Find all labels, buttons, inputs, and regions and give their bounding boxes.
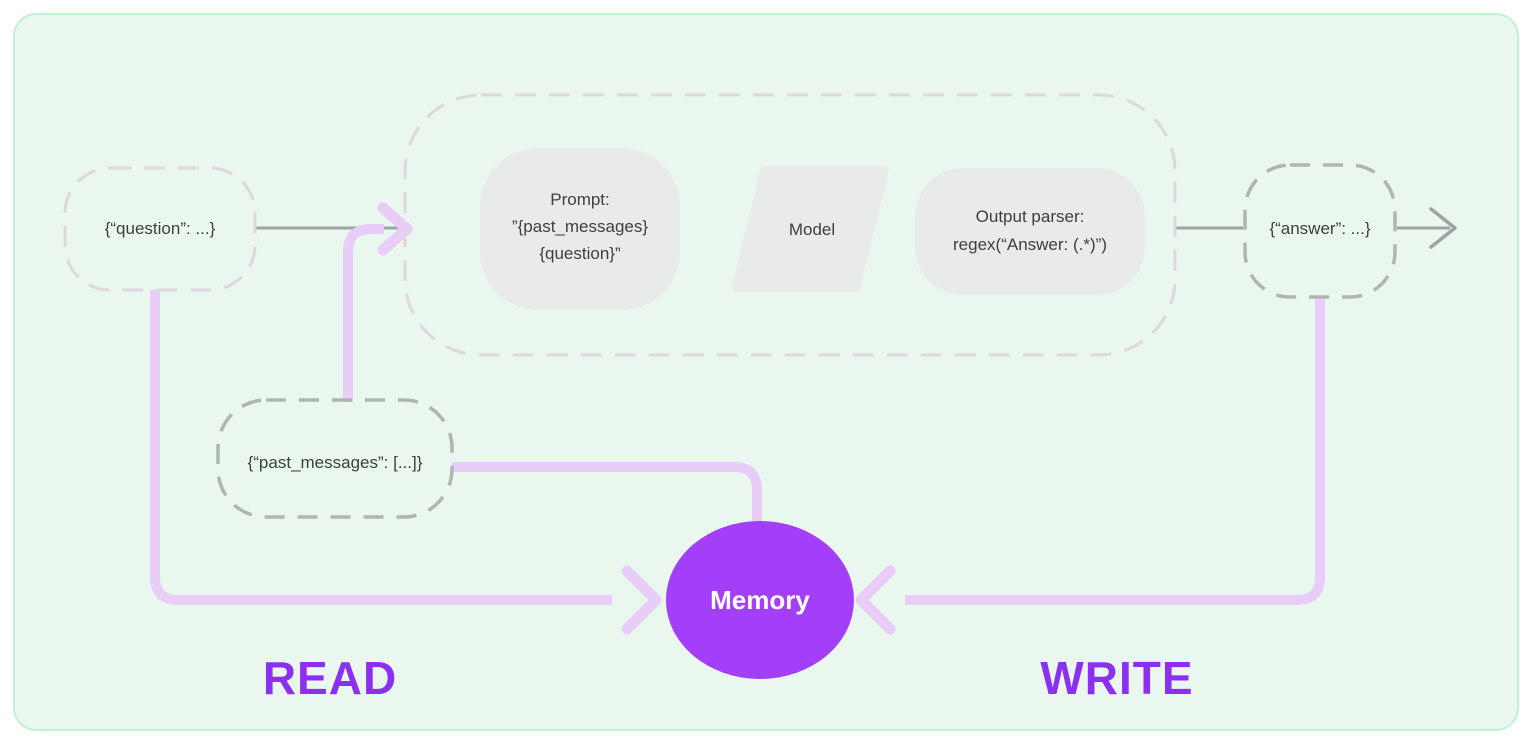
answer-node [1243,163,1397,299]
read-caption: READ [263,652,397,704]
memory-node-label: Memory [710,585,810,615]
past-messages-node [216,398,454,519]
question-node [63,166,257,292]
memory-node [666,521,854,679]
past-messages-node-label: {“past_messages”: [...]} [248,453,423,472]
link-question-to-memory [150,290,612,605]
prompt-label-line1: Prompt: [550,190,610,209]
link-pastmessages-to-chain [343,224,384,402]
model-label: Model [789,220,835,239]
answer-node-label: {“answer”: ...} [1269,219,1370,238]
prompt-label-line3: {question}” [539,244,621,263]
arrowhead-right-icon [1429,207,1457,249]
memory-write-right-arrowhead-icon [855,565,896,635]
chain-container [403,93,1177,357]
background-card [13,13,1519,731]
output-parser-label-line1: Output parser: [976,207,1085,226]
prompt-shape [480,148,680,310]
write-caption: WRITE [1040,652,1193,704]
memory-write-left-arrowhead-icon [621,565,662,635]
chain-input-arrowhead-icon [377,202,413,256]
link-answer-to-memory [905,296,1325,605]
question-node-label: {“question”: ...} [105,219,216,238]
output-parser-shape [915,168,1145,295]
prompt-label-line2: ”{past_messages} [512,217,648,236]
link-pastmessages-to-memory [452,462,762,528]
output-parser-label-line2: regex(“Answer: (.*)”) [953,235,1107,254]
model-shape [732,166,889,292]
